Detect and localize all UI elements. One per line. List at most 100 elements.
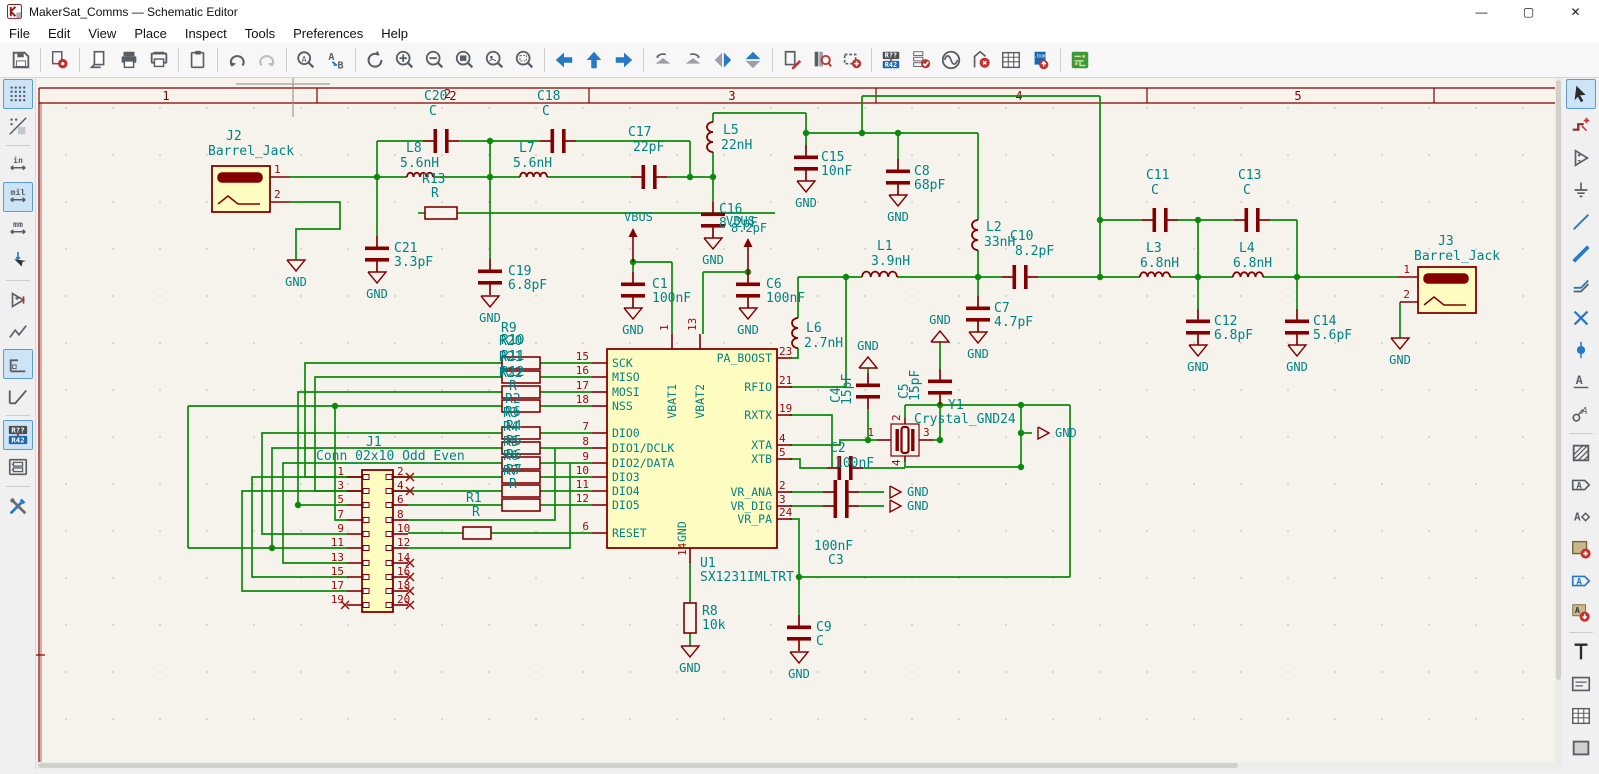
annotate-auto-button[interactable]: R??R42 (3, 420, 33, 450)
draw-bus-button[interactable] (1566, 239, 1596, 269)
maximize-button[interactable]: ▢ (1505, 0, 1552, 23)
junction[interactable] (843, 274, 849, 280)
place-symbol-button[interactable] (1566, 143, 1596, 173)
power-gnd-label[interactable]: GND (1038, 426, 1077, 440)
power-gnd-label[interactable]: GND (890, 485, 929, 499)
junction[interactable] (937, 437, 943, 443)
zoom-in-button[interactable] (391, 46, 419, 74)
cursor-shape-button[interactable] (3, 246, 33, 276)
net-label-button[interactable]: A (1566, 367, 1596, 397)
junction[interactable] (374, 174, 380, 180)
wire-hv-button[interactable] (3, 349, 33, 379)
menu-inspect[interactable]: Inspect (176, 24, 236, 43)
highlight-net-button[interactable] (1566, 111, 1596, 141)
vertical-scrollbar[interactable] (1555, 78, 1562, 762)
rotate-ccw-button[interactable] (649, 46, 677, 74)
junction[interactable] (1294, 274, 1300, 280)
junction[interactable] (487, 174, 493, 180)
power-gnd[interactable]: GND (1286, 345, 1308, 374)
junction[interactable] (895, 130, 901, 136)
component-C9[interactable]: C9C (787, 615, 832, 651)
power-gnd-label[interactable]: GND (890, 499, 929, 513)
zoom-fit-button[interactable] (451, 46, 479, 74)
wire-free-angle-button[interactable] (3, 317, 33, 347)
power-gnd[interactable]: GND (366, 272, 388, 301)
global-label-button[interactable]: A (1566, 470, 1596, 500)
zoom-selection-button[interactable] (511, 46, 539, 74)
junction[interactable] (803, 130, 809, 136)
netclass-directive-button[interactable]: A (1566, 399, 1596, 429)
power-gnd[interactable]: GND (622, 308, 644, 337)
power-gnd[interactable]: GND (285, 260, 307, 289)
schematic-setup-button[interactable] (46, 46, 74, 74)
junction[interactable] (1018, 430, 1024, 436)
menu-help[interactable]: Help (372, 24, 417, 43)
units-inches-button[interactable]: in (3, 150, 33, 180)
save-button[interactable] (7, 46, 35, 74)
menu-place[interactable]: Place (125, 24, 176, 43)
power-gnd[interactable]: GND (887, 195, 909, 224)
select-button[interactable] (1566, 79, 1596, 109)
power-gnd[interactable]: GND (737, 308, 759, 337)
grid-visibility-button[interactable] (3, 79, 33, 109)
zoom-objects-button[interactable] (481, 46, 509, 74)
table-button[interactable] (1566, 701, 1596, 731)
mirror-v-button[interactable] (739, 46, 767, 74)
undo-button[interactable] (223, 46, 251, 74)
textbox-button[interactable] (1566, 669, 1596, 699)
junction[interactable] (687, 174, 693, 180)
edit-symbol-links-button[interactable] (838, 46, 866, 74)
place-power-button[interactable] (1566, 175, 1596, 205)
junction[interactable] (710, 174, 716, 180)
erc-button[interactable] (907, 46, 935, 74)
print-button[interactable] (115, 46, 143, 74)
paste-button[interactable] (184, 46, 212, 74)
rotate-cw-button[interactable] (679, 46, 707, 74)
junction[interactable] (332, 403, 338, 409)
redo-button[interactable] (253, 46, 281, 74)
import-sheet-pin-button[interactable]: A (1566, 598, 1596, 628)
junction[interactable] (859, 130, 865, 136)
draw-wire-button[interactable] (1566, 207, 1596, 237)
horizontal-scrollbar[interactable] (36, 762, 1562, 769)
junction[interactable] (1195, 217, 1201, 223)
junction[interactable] (1097, 274, 1103, 280)
hierarchy-navigator-button[interactable] (3, 452, 33, 482)
export-bom-button[interactable]: .bom (1027, 46, 1055, 74)
component-L3[interactable]: L36.8nH (1140, 241, 1179, 277)
junction[interactable] (975, 274, 981, 280)
rule-area-button[interactable] (1566, 438, 1596, 468)
zoom-out-button[interactable] (421, 46, 449, 74)
text-button[interactable] (1566, 637, 1596, 667)
junction[interactable] (1195, 274, 1201, 280)
refresh-view-button[interactable] (361, 46, 389, 74)
nav-back-button[interactable] (550, 46, 578, 74)
menu-preferences[interactable]: Preferences (284, 24, 372, 43)
find-button[interactable]: A (292, 46, 320, 74)
component-L4[interactable]: L46.8nH (1233, 241, 1272, 277)
power-gnd[interactable]: GND (857, 339, 879, 368)
junction[interactable] (1018, 464, 1024, 470)
component-L1[interactable]: L13.9nH (862, 239, 910, 277)
menu-file[interactable]: File (0, 24, 39, 43)
junction[interactable] (796, 574, 802, 580)
nav-forward-button[interactable] (610, 46, 638, 74)
power-gnd[interactable]: GND (679, 646, 701, 675)
power-gnd[interactable]: GND (1389, 338, 1411, 367)
simulator-button[interactable] (937, 46, 965, 74)
